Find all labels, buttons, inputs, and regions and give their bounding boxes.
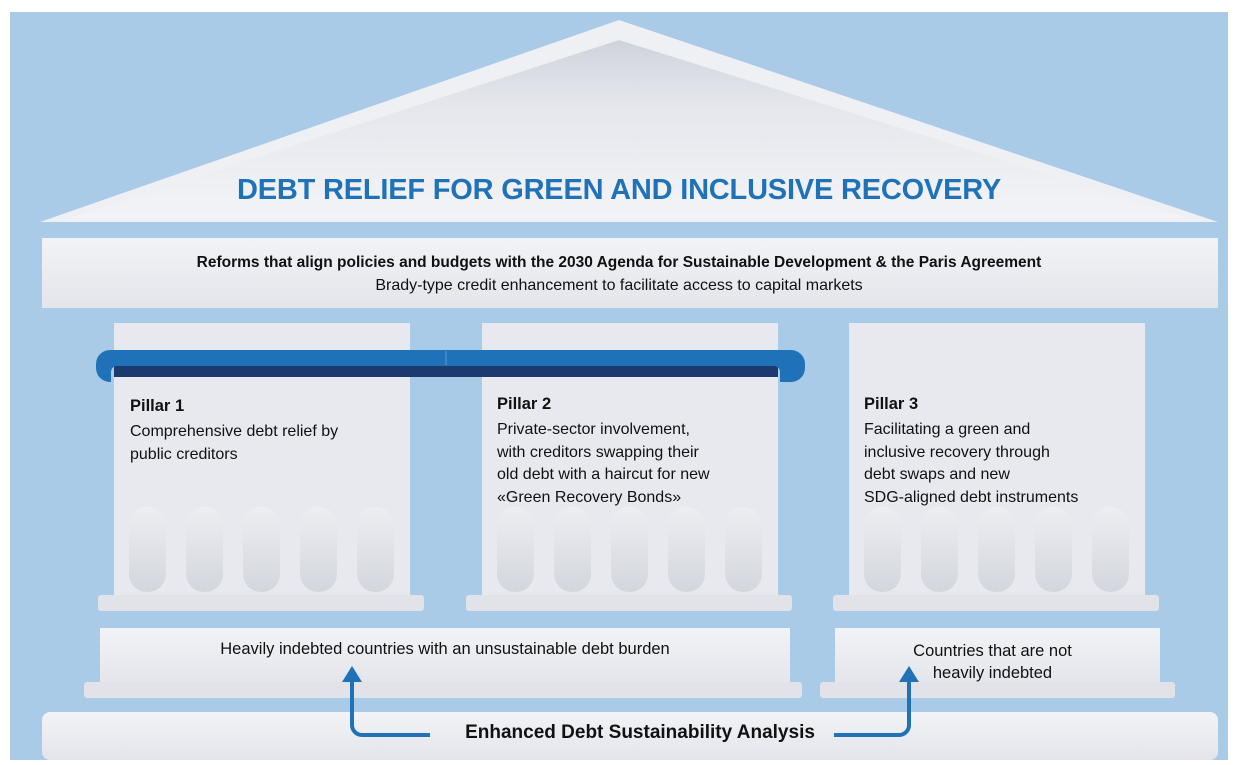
entablature-band: [42, 238, 1218, 308]
pillar-connector: [95, 349, 806, 382]
entablature-line-1: Reforms that align policies and budgets …: [196, 254, 1042, 271]
pillar-3-description: Facilitating a green and inclusive recov…: [864, 421, 1079, 506]
pillar-1-flutes: [129, 507, 394, 592]
arrow-to-not-heavily-indebted: [834, 666, 919, 737]
arrow-to-heavily-indebted: [342, 666, 430, 737]
roof-pediment: [40, 20, 1218, 222]
foundation-block: [42, 712, 1218, 760]
pillar-1-title: Pillar 1: [130, 397, 185, 415]
base-left-block: [84, 628, 802, 698]
pillar-3-column: [833, 323, 1159, 611]
temple-illustration: [40, 20, 1218, 760]
base-left-label: Heavily indebted countries with an unsus…: [220, 640, 670, 658]
pillar-2-flutes: [497, 507, 762, 592]
pillar-3-flutes: [864, 507, 1129, 592]
pillar-2-description: Private-sector involvement, with credito…: [497, 421, 710, 506]
pillar-1-description: Comprehensive debt relief by public cred…: [130, 423, 339, 463]
foundation-label: Enhanced Debt Sustainability Analysis: [465, 722, 815, 743]
pillar-3-title: Pillar 3: [864, 395, 919, 413]
pillar-2-title: Pillar 2: [497, 395, 552, 413]
diagram-title: DEBT RELIEF FOR GREEN AND INCLUSIVE RECO…: [236, 174, 1002, 206]
diagram-canvas: DEBT RELIEF FOR GREEN AND INCLUSIVE RECO…: [10, 12, 1228, 760]
entablature-line-2: Brady-type credit enhancement to facilit…: [375, 277, 863, 294]
base-right-label: Countries that are not heavily indebted: [913, 642, 1072, 682]
